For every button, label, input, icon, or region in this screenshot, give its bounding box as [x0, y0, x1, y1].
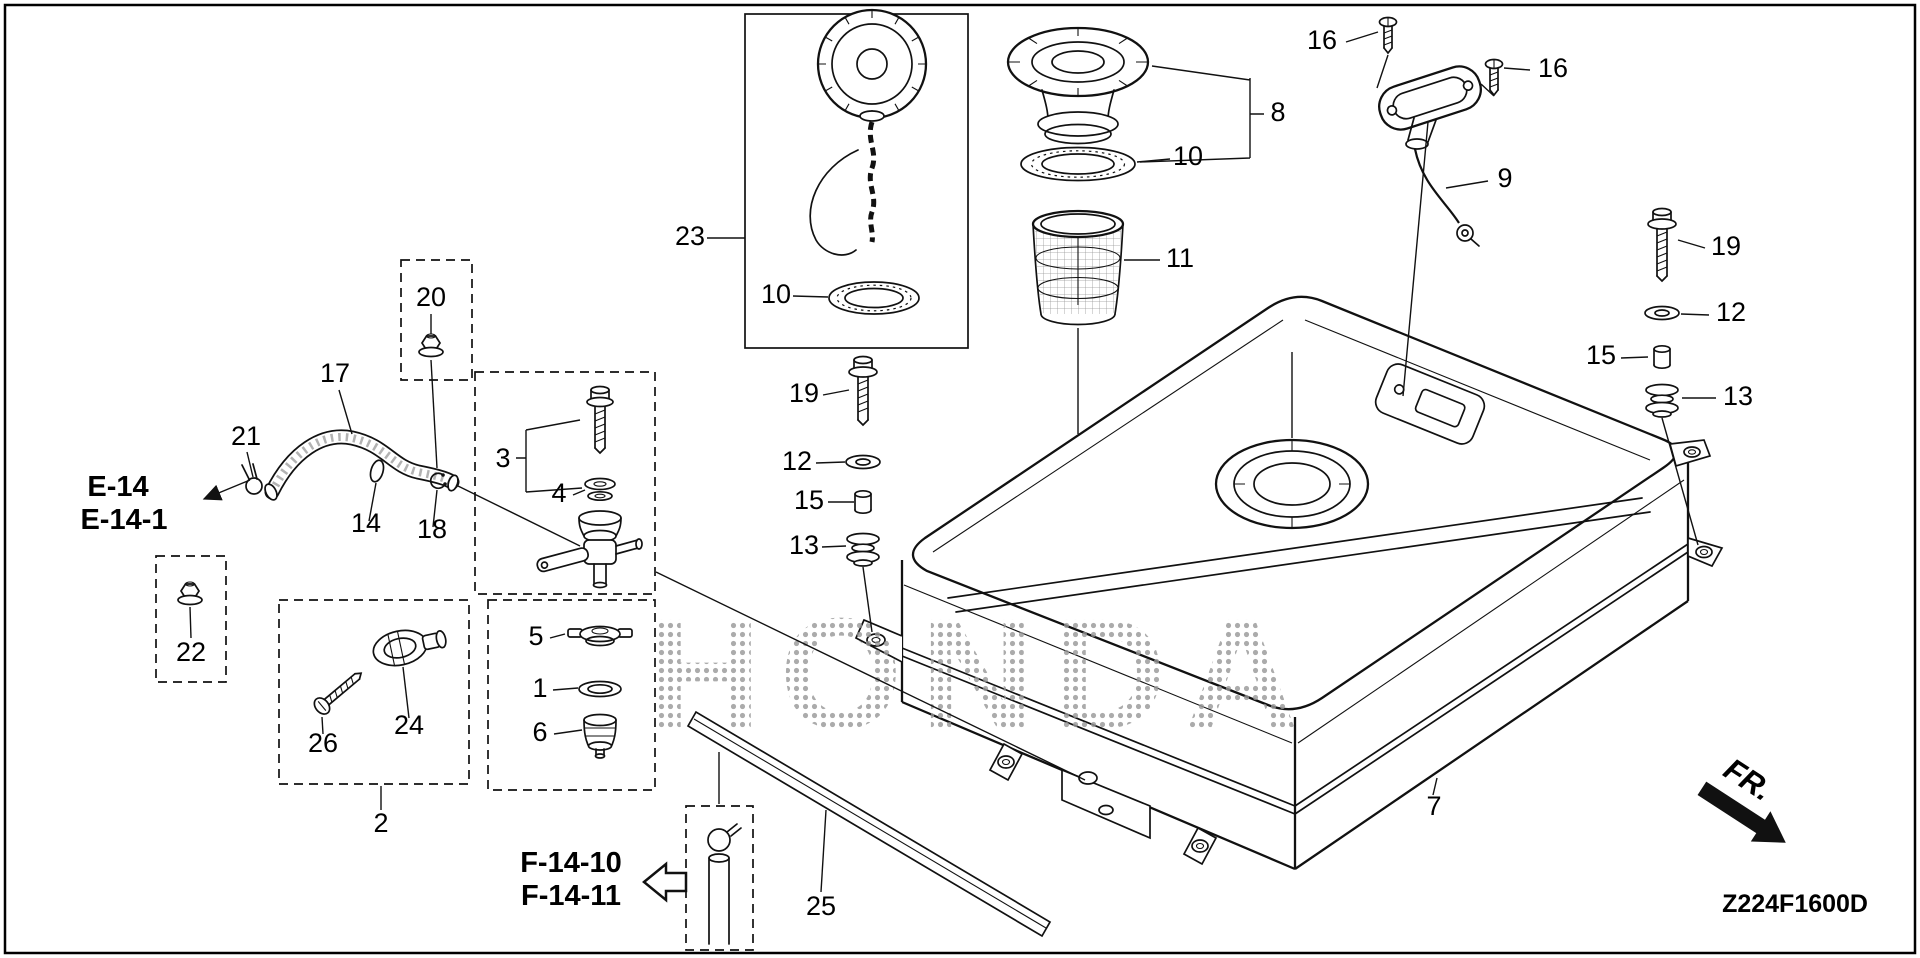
float-arm: [1413, 148, 1460, 224]
reference-label: E-14-1: [80, 504, 167, 536]
cap-knurl: [818, 10, 926, 118]
part-number-label: 16: [1538, 53, 1568, 83]
part-number-label: 8: [1270, 97, 1285, 127]
part-number-label: 16: [1307, 25, 1337, 55]
part-number-label: 24: [394, 710, 424, 740]
fr-arrow-shape: [1697, 781, 1786, 843]
page-border: [3, 3, 1917, 955]
filler-neck-assembly: [1006, 26, 1150, 182]
e14-ref-arrow: [202, 479, 251, 501]
hose-clamp-21: [245, 477, 263, 495]
mount-stack-right: [1644, 207, 1699, 546]
part-number-label: 5: [528, 621, 543, 651]
part-number-label: 19: [1711, 231, 1741, 261]
part-number-label: 25: [806, 891, 836, 921]
reference-label: F-14-10: [520, 847, 622, 879]
fuel-gauge-assembly: [1376, 16, 1504, 397]
nut-22-group: [155, 555, 227, 683]
part-number-label: 14: [351, 508, 381, 538]
gauge-screw-a: [1378, 16, 1398, 55]
hose-texture: [268, 433, 455, 494]
part-number-label: 1: [532, 673, 547, 703]
valve-dashed-box: [474, 371, 656, 595]
hose-ring-14: [369, 459, 385, 483]
tube-clamp: [707, 828, 731, 852]
part-number-label: 21: [231, 421, 261, 451]
part-number-label: 19: [789, 378, 819, 408]
neck-scallops: [1008, 28, 1148, 96]
fuel-cap-assembly: [744, 8, 969, 349]
fr-direction-arrow: FR.: [1697, 751, 1786, 843]
fuel-strainer: [1031, 209, 1125, 326]
mount-stack-left: [845, 355, 881, 633]
valve-knob-24: [372, 629, 447, 667]
watermark-text: HONDA: [647, 586, 1316, 762]
part-number-label: 9: [1497, 163, 1512, 193]
diagram-code: Z224F1600D: [1722, 890, 1868, 918]
mounting-rail: [686, 710, 1052, 938]
part-number-label: 10: [1173, 141, 1203, 171]
fuel-hose-assembly: [202, 259, 581, 547]
part-number-label: 20: [416, 282, 446, 312]
fuel-tank: [854, 295, 1724, 871]
clamp-ref-group: [642, 752, 754, 951]
reference-label: F-14-11: [521, 880, 621, 912]
knob-screw-26: [313, 672, 363, 715]
gauge-screw-b: [1484, 58, 1504, 97]
nut-20-dashed-box: [400, 259, 473, 381]
part-number-label: 26: [308, 728, 338, 758]
reference-label: E-14: [87, 471, 148, 503]
part-number-label: 13: [1723, 381, 1753, 411]
part-number-label: 3: [495, 443, 510, 473]
part-number-label: 18: [417, 514, 447, 544]
valve-parts-dashed-box: [487, 599, 656, 791]
leader-lines: [189, 31, 1716, 893]
part-number-label: 23: [675, 221, 705, 251]
part-number-label: 15: [794, 485, 824, 515]
valve-knob-group: [278, 599, 470, 785]
part-number-label: 12: [782, 446, 812, 476]
part-number-label: 4: [551, 478, 566, 508]
part-number-label: 13: [789, 530, 819, 560]
cap-wire-loop: [809, 149, 859, 256]
part-number-label: 7: [1426, 791, 1441, 821]
f14-dashed-box: [685, 805, 754, 951]
part-number-label: 2: [373, 808, 388, 838]
nut-22-dashed-box: [155, 555, 227, 683]
part-number-label: 22: [176, 637, 206, 667]
part-number-label: 6: [532, 717, 547, 747]
part-number-label: 12: [1716, 297, 1746, 327]
f14-ref-arrow: [642, 861, 688, 903]
cap-chain: [867, 121, 877, 243]
group-2-dashed-box: [278, 599, 470, 785]
part-number-label: 11: [1166, 243, 1194, 273]
part-number-label: 10: [761, 279, 791, 309]
hose-clip-18: [429, 472, 446, 490]
part-number-label: 17: [320, 358, 350, 388]
fuel-valve-assembly: [474, 371, 656, 791]
part-number-label: 15: [1586, 340, 1616, 370]
